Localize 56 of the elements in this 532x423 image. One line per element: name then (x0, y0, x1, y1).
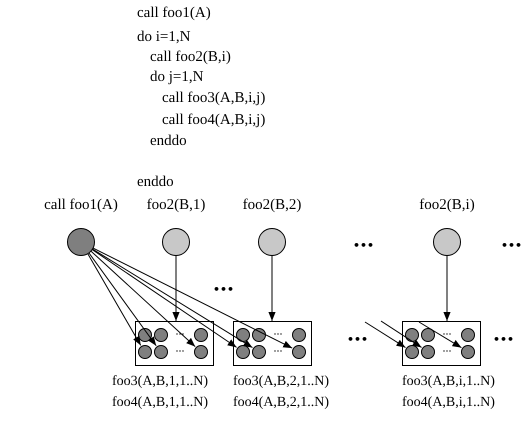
arrow (443, 255, 451, 322)
arrow (380, 320, 422, 348)
code-line: enddo (150, 133, 187, 150)
ellipsis: ... (274, 324, 282, 337)
call-label: foo4(A,B,i,1..N) (402, 395, 495, 411)
element-circle (154, 328, 168, 342)
arrow (87, 253, 142, 346)
arrow (92, 248, 293, 349)
ellipsis: ... (214, 272, 234, 296)
ellipsis: ... (176, 342, 184, 354)
arrow (172, 255, 180, 322)
element-circle (292, 328, 306, 342)
element-circle (405, 345, 419, 359)
code-line: call foo3(A,B,i,j) (162, 90, 266, 107)
ellipsis: ... (502, 228, 522, 252)
element-circle (292, 345, 306, 359)
arrow (268, 255, 276, 322)
call-label: foo2(B,1) (146, 197, 206, 214)
arrow (418, 322, 462, 348)
call-label: foo2(B,i) (419, 197, 475, 214)
arrow (88, 252, 157, 346)
arrow (90, 250, 196, 348)
element-circle (236, 345, 250, 359)
call-label: call foo1(A) (44, 197, 118, 214)
call-label: foo3(A,B,i,1..N) (402, 374, 495, 390)
element-circle (252, 345, 266, 359)
element-circle (194, 345, 208, 359)
call-label: foo3(A,B,2,1..N) (233, 374, 330, 390)
element-circle (421, 328, 435, 342)
code-line: call foo1(A) (137, 5, 211, 22)
code-line: call foo2(B,i) (150, 49, 231, 66)
element-circle (138, 345, 152, 359)
ellipsis: ... (442, 342, 452, 354)
call-label: foo4(A,B,2,1..N) (233, 395, 330, 411)
ellipsis: ... (494, 322, 514, 346)
arrow (364, 322, 406, 348)
call-label: foo2(B,2) (242, 197, 302, 214)
code-line: do j=1,N (150, 69, 204, 86)
call-label: foo4(A,B,1,1..N) (112, 395, 208, 411)
element-circle (461, 328, 475, 342)
code-line: do i=1,N (137, 29, 190, 46)
ellipsis: ... (348, 322, 368, 346)
element-circle (252, 328, 266, 342)
code-line: call foo4(A,B,i,j) (162, 112, 266, 129)
code-line: enddo (137, 174, 174, 191)
ellipsis: ... (354, 228, 374, 252)
ellipsis: ... (176, 324, 184, 337)
element-circle (461, 345, 475, 359)
element-circle (405, 328, 419, 342)
ellipsis: ... (274, 342, 282, 354)
element-circle (154, 345, 168, 359)
call-label: foo3(A,B,1,1..N) (112, 374, 208, 390)
ellipsis: ... (442, 324, 452, 337)
element-circle (236, 328, 250, 342)
element-circle (194, 328, 208, 342)
element-circle (421, 345, 435, 359)
